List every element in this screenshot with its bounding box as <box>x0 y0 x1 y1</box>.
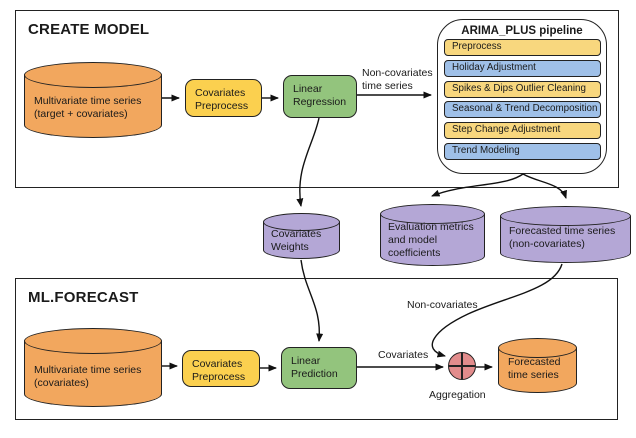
cylinder-top <box>263 213 340 231</box>
label-line: (non-covariates) <box>509 238 585 250</box>
label-line: Forecasted time series <box>509 225 616 237</box>
covariates-preprocess-box-bottom: Covariates Preprocess <box>182 350 260 387</box>
label-line: Forecasted <box>508 356 561 368</box>
cylinder-label: Forecasted time series (non-covariates) <box>509 225 615 251</box>
label-line: Linear <box>291 355 321 367</box>
label-line: coefficients <box>388 247 441 259</box>
label-line: Non-covariates <box>362 67 433 79</box>
covariates-edge-label: Covariates <box>378 349 429 361</box>
linear-regression-box: Linear Regression <box>283 75 357 118</box>
pipeline-step-seasonal-trend-decomposition: Seasonal & Trend Decomposition <box>444 101 601 118</box>
ml-forecast-title: ML.FORECAST <box>28 289 139 306</box>
cylinder-label: Covariates Weights <box>271 228 321 254</box>
arima-plus-pipeline-container: ARIMA_PLUS pipeline Preprocess Holiday A… <box>437 19 607 174</box>
label-line: Preprocess <box>192 371 246 383</box>
cylinder-label: Evaluation metrics and model coefficient… <box>388 221 474 260</box>
aggregation-operator-icon <box>448 352 476 380</box>
aggregation-label: Aggregation <box>429 389 486 401</box>
non-covariates-edge-label: Non-covariates <box>407 299 478 311</box>
label-line: Covariates <box>271 228 322 240</box>
forecasted-noncovariates-cylinder: Forecasted time series (non-covariates) <box>500 206 631 263</box>
cylinder-label: Multivariate time series (covariates) <box>34 364 141 390</box>
cylinder-top <box>24 62 162 88</box>
label-line: (covariates) <box>34 377 89 389</box>
label-line: Linear <box>293 83 323 95</box>
label-line: Covariates <box>192 358 243 370</box>
covariates-preprocess-box-top: Covariates Preprocess <box>185 79 262 117</box>
linear-prediction-box: Linear Prediction <box>281 347 357 389</box>
multivariate-covariates-cylinder: Multivariate time series (covariates) <box>24 328 162 407</box>
label-line: Preprocess <box>195 100 249 112</box>
label-line: (target + covariates) <box>34 108 128 120</box>
cylinder-top <box>500 206 631 226</box>
covariates-weights-cylinder: Covariates Weights <box>263 213 340 259</box>
cylinder-label: Forecasted time series <box>508 356 561 382</box>
pipeline-title: ARIMA_PLUS pipeline <box>461 25 583 37</box>
create-model-title: CREATE MODEL <box>28 21 150 38</box>
cylinder-top <box>24 328 162 354</box>
pipeline-step-preprocess: Preprocess <box>444 39 601 56</box>
label-line: Covariates <box>195 87 246 99</box>
pipeline-step-spikes-dips-outlier-cleaning: Spikes & Dips Outlier Cleaning <box>444 81 601 98</box>
label-line: Weights <box>271 241 309 253</box>
label-line: Multivariate time series <box>34 95 142 107</box>
label-line: time series <box>362 80 413 92</box>
label-line: and model <box>388 234 438 246</box>
cylinder-top <box>380 204 485 224</box>
multivariate-target-covariates-cylinder: Multivariate time series (target + covar… <box>24 62 162 138</box>
label-line: Regression <box>293 96 347 108</box>
label-line: time series <box>508 369 559 381</box>
cylinder-label: Multivariate time series (target + covar… <box>34 95 141 121</box>
cylinder-top <box>498 338 577 358</box>
label-line: Evaluation metrics <box>388 221 474 233</box>
pipeline-step-trend-modeling: Trend Modeling <box>444 143 601 160</box>
non-covariates-time-series-label: Non-covariates time series <box>362 67 433 93</box>
pipeline-step-holiday-adjustment: Holiday Adjustment <box>444 60 601 77</box>
label-line: Prediction <box>291 368 338 380</box>
label-line: Multivariate time series <box>34 364 142 376</box>
evaluation-metrics-cylinder: Evaluation metrics and model coefficient… <box>380 204 485 266</box>
pipeline-step-step-change-adjustment: Step Change Adjustment <box>444 122 601 139</box>
forecasted-time-series-cylinder: Forecasted time series <box>498 338 577 393</box>
